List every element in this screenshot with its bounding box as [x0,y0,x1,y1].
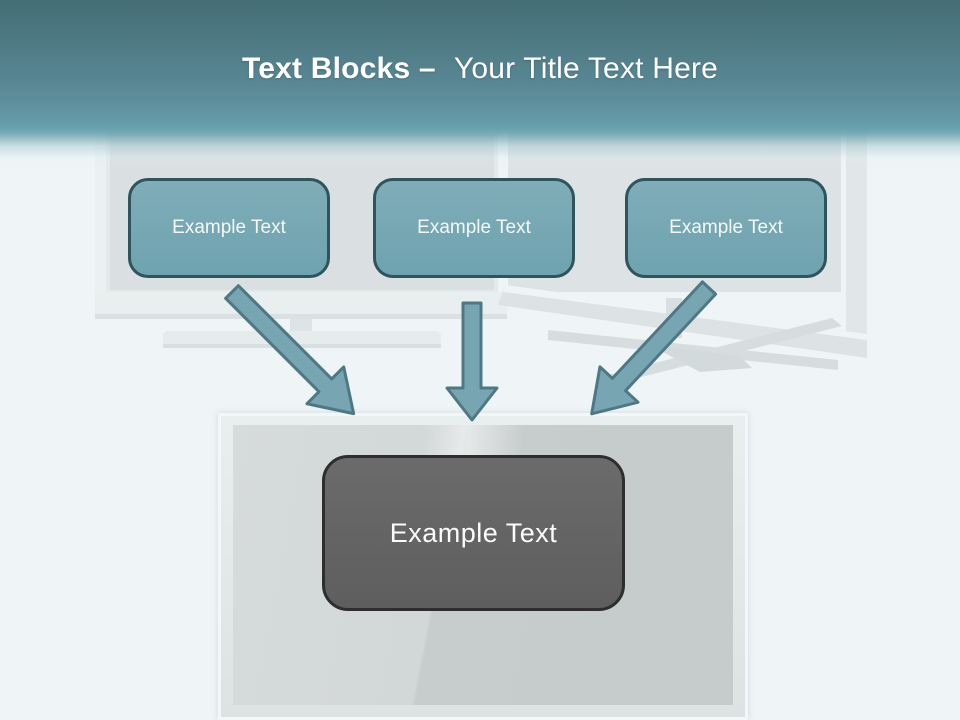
arrow-down[interactable] [445,301,499,422]
slide-title: Text Blocks – Your Title Text Here [0,52,960,86]
text-block-1-label: Example Text [172,217,286,238]
arrow-down-right[interactable] [214,274,372,432]
text-block-2-label: Example Text [417,217,531,238]
center-text-block[interactable]: Example Text [322,455,625,611]
slide-title-subtitle: Your Title Text Here [453,52,719,85]
arrow-down-left[interactable] [573,270,728,431]
header-band: Text Blocks – Your Title Text Here [0,0,960,172]
slide-title-main: Text Blocks – [241,52,436,85]
center-text-block-label: Example Text [389,517,558,548]
text-block-1[interactable]: Example Text [128,178,330,278]
text-block-3[interactable]: Example Text [625,178,827,278]
text-block-3-label: Example Text [669,217,783,238]
text-block-2[interactable]: Example Text [373,178,575,278]
